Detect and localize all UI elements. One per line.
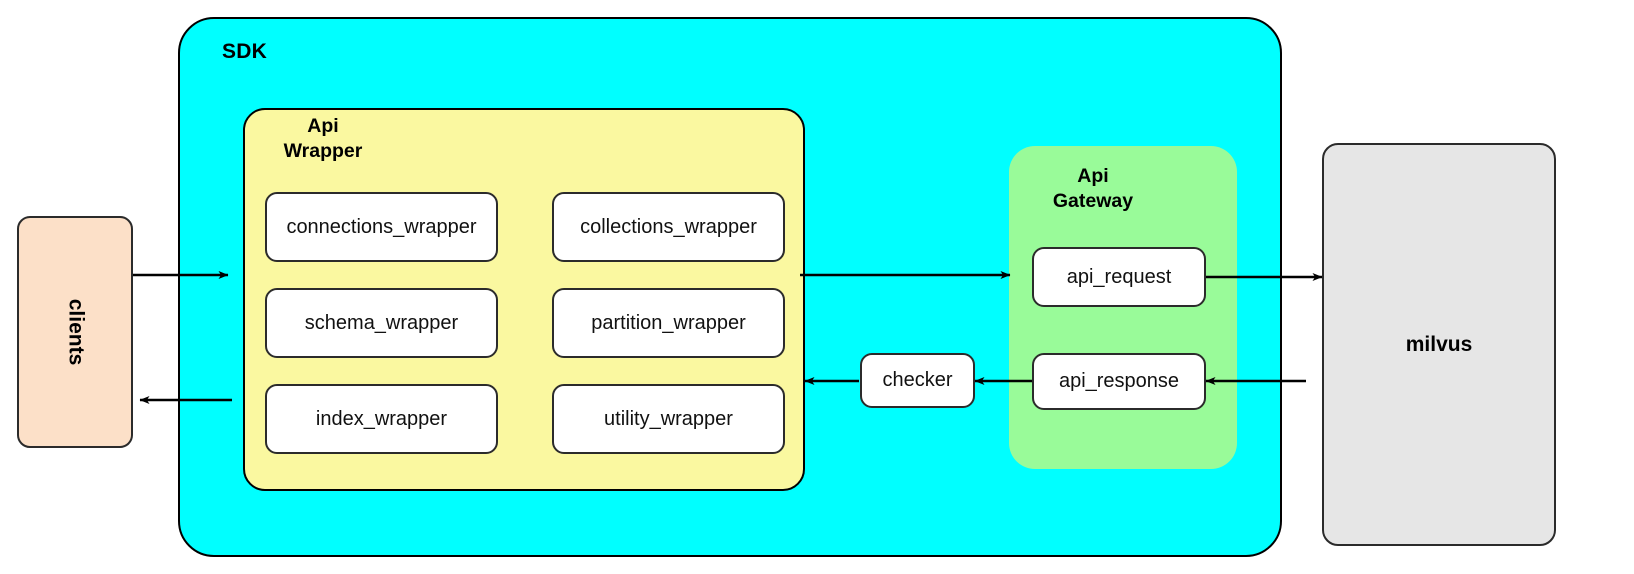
milvus-box[interactable]: milvus [1322, 143, 1556, 546]
checker-box[interactable]: checker [860, 353, 975, 408]
module-connections-wrapper[interactable]: connections_wrapper [265, 192, 498, 262]
module-api-response[interactable]: api_response [1032, 353, 1206, 410]
module-index-wrapper[interactable]: index_wrapper [265, 384, 498, 454]
module-partition-wrapper[interactable]: partition_wrapper [552, 288, 785, 358]
sdk-label: SDK [222, 40, 267, 63]
clients-label: clients [64, 298, 87, 366]
api-gateway-label: Api Gateway [1052, 165, 1134, 212]
module-utility-wrapper[interactable]: utility_wrapper [552, 384, 785, 454]
api-gateway-container [1009, 146, 1237, 469]
module-api-request[interactable]: api_request [1032, 247, 1206, 307]
module-schema-wrapper[interactable]: schema_wrapper [265, 288, 498, 358]
module-collections-wrapper[interactable]: collections_wrapper [552, 192, 785, 262]
clients-box[interactable]: clients [17, 216, 133, 448]
api-wrapper-label: Api Wrapper [283, 115, 363, 162]
